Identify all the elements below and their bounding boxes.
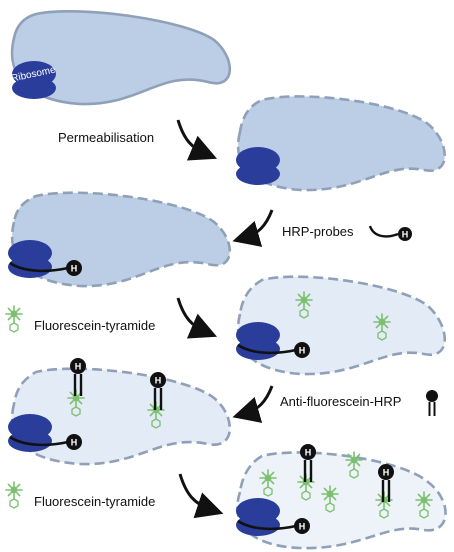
ribosome (236, 147, 280, 185)
ribosome (12, 61, 56, 99)
arrow-hrp-probes (232, 209, 274, 247)
antibody-bound-cell: H H H (6, 356, 232, 466)
bound-antibody: H (376, 462, 396, 504)
probe-bound-cell: H (6, 191, 232, 288)
fluorescein-tyramide-label: Fluorescein-tyramide (34, 318, 155, 333)
cell-membrane-dashed (10, 367, 232, 466)
arrow-fluorescein-tyramide (176, 297, 218, 339)
ribosome-with-hrp-probe: H (6, 412, 84, 454)
cell-membrane-dashed (10, 191, 232, 288)
cell-membrane-dashed (236, 95, 447, 192)
hrp-probes-label: HRP-probes (282, 224, 354, 239)
cell-membrane-dashed (236, 275, 447, 376)
ribosome-with-hrp-probe: H (234, 320, 312, 362)
svg-text:H: H (71, 264, 78, 274)
ribosome-with-hrp-probe: H (6, 238, 84, 280)
arrow-permeabilisation (176, 119, 218, 161)
bound-antibody: H (68, 356, 88, 398)
svg-text:H: H (299, 522, 306, 532)
bound-antibody: H (148, 370, 168, 412)
antibody-icon (426, 390, 438, 416)
svg-text:H: H (305, 448, 312, 458)
svg-text:H: H (75, 362, 82, 372)
permeabilised-cell (236, 95, 447, 192)
fluorescein-tyramide-icon (5, 305, 23, 333)
bound-antibody: H (298, 442, 318, 484)
anti-fluorescein-hrp-label: Anti-fluorescein-HRP (280, 394, 401, 409)
svg-text:H: H (402, 230, 409, 240)
ribosome-with-hrp-probe: H (234, 496, 312, 538)
intact-cell: Ribosome (10, 10, 232, 106)
amplified-cell: H H H (234, 442, 447, 550)
svg-text:H: H (71, 438, 78, 448)
arrow-fluorescein-tyramide-2 (178, 473, 224, 519)
arrow-anti-fluorescein-hrp (232, 385, 274, 423)
cell-membrane-dashed (236, 451, 447, 550)
permeabilisation-label: Permeabilisation (58, 130, 154, 145)
svg-text:H: H (299, 346, 306, 356)
tyramide-deposited-cell: H (234, 275, 447, 376)
fluorescein-tyramide-icon (5, 481, 23, 509)
fluorescein-tyramide-label: Fluorescein-tyramide (34, 494, 155, 509)
hrp-probe-icon: H (368, 225, 412, 241)
cell-membrane-solid (10, 10, 232, 106)
svg-text:H: H (155, 376, 162, 386)
svg-text:H: H (383, 468, 390, 478)
